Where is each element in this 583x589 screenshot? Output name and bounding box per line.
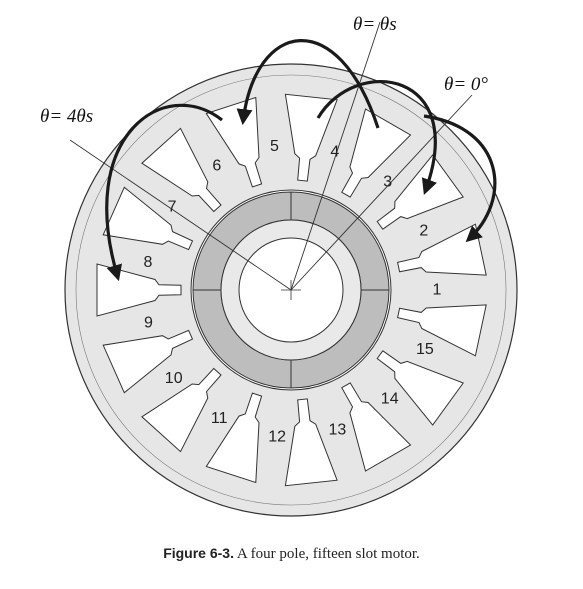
slot-9	[102, 329, 194, 394]
slot-7	[102, 186, 194, 251]
slot-number-4: 4	[330, 144, 339, 161]
arrow-slot3-to-slot5	[236, 39, 380, 129]
slot-number-2: 2	[419, 222, 428, 239]
slot-number-1: 1	[433, 282, 442, 299]
theta-4s-line	[69, 139, 292, 291]
theta-s-line	[290, 21, 381, 291]
caption-text: A four pole, fifteen slot motor.	[236, 546, 420, 562]
slot-number-3: 3	[383, 174, 392, 191]
caption-label: Figure 6-3.	[163, 545, 234, 561]
slot-number-10: 10	[165, 370, 183, 387]
slot-13	[341, 382, 412, 472]
slot-number-15: 15	[416, 341, 434, 358]
arrow-slot5-to-slot8	[105, 103, 223, 282]
slot-3	[341, 108, 412, 198]
arrow-slot4-to-slot2	[316, 79, 437, 196]
slot-number-8: 8	[143, 254, 152, 271]
figure-caption: Figure 6-3. A four pole, fifteen slot mo…	[0, 545, 583, 563]
theta-s-label: θ= θs	[353, 14, 397, 35]
slot-number-11: 11	[211, 410, 228, 427]
slot-number-7: 7	[168, 198, 177, 215]
slot-14	[376, 350, 464, 426]
slot-number-12: 12	[268, 428, 286, 445]
arrow-slot2-to-slot1	[423, 114, 497, 243]
slot-12	[284, 398, 338, 487]
slot-15	[397, 304, 487, 357]
slot-1	[397, 223, 487, 276]
slot-11	[205, 392, 263, 484]
theta-zero-line	[290, 94, 473, 291]
slot-4	[284, 93, 338, 182]
slot-number-5: 5	[270, 138, 279, 155]
slot-2	[376, 154, 464, 230]
stator-back-iron-edge	[75, 74, 507, 506]
slot-number-14: 14	[381, 391, 399, 408]
theta-4s-label: θ= 4θs	[40, 106, 93, 127]
slot-number-9: 9	[144, 315, 153, 332]
slot-10	[141, 367, 222, 453]
slot-number-6: 6	[212, 157, 221, 174]
theta-zero-label: θ= 0°	[444, 74, 488, 95]
slot-number-13: 13	[329, 421, 347, 438]
slot-6	[141, 127, 222, 213]
